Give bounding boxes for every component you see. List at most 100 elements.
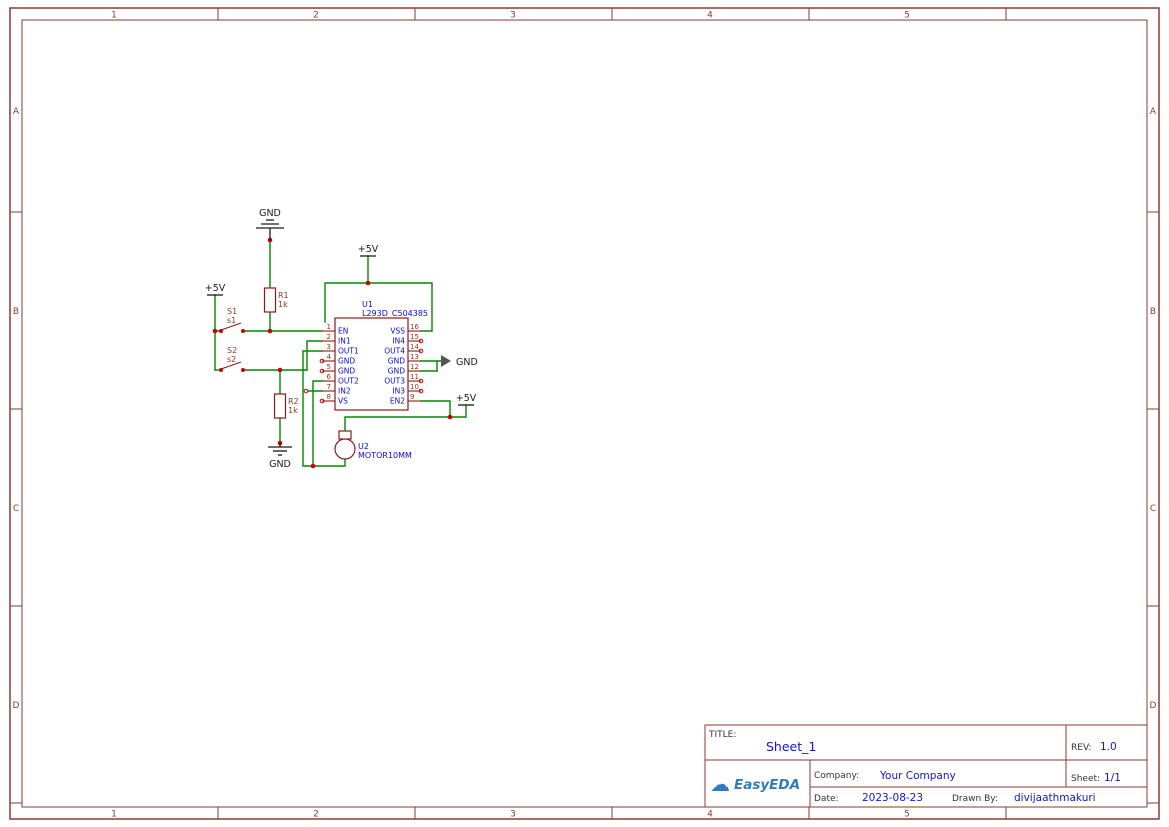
pin-name: IN3 [392, 387, 405, 396]
frame-col-label: 2 [313, 810, 319, 820]
r2-ref: R2 [288, 397, 299, 406]
frame-col-label: 4 [707, 11, 713, 21]
wire-segment[interactable] [421, 401, 450, 417]
u2-ref: U2 [358, 442, 369, 451]
r2-value: 1k [288, 406, 298, 415]
pin-name: VSS [390, 327, 405, 336]
frame-row-label: A [13, 107, 20, 117]
pin-number: 15 [410, 333, 419, 341]
switch-terminal [241, 368, 245, 372]
r1-value: 1k [278, 300, 288, 309]
pin-number: 6 [327, 373, 332, 381]
date-value[interactable]: 2023-08-23 [862, 792, 923, 804]
frame-row-label: D [1150, 701, 1157, 711]
switch-terminal [219, 368, 223, 372]
sheet-frame: 1 2 3 4 5 1 2 3 4 5 A B C D A B C D [10, 8, 1159, 820]
title-label: TITLE: [708, 730, 736, 740]
motor-body [335, 439, 355, 459]
frame-row-label: C [13, 504, 19, 514]
pin-number: 8 [327, 393, 331, 401]
gnd-label: GND [259, 208, 281, 219]
power-flag-gnd-bottom[interactable]: GND [268, 443, 292, 470]
frame-row-label: B [13, 307, 19, 317]
gnd-flag-icon [441, 355, 451, 367]
frame-col-label: 5 [904, 11, 910, 21]
pin-number: 5 [327, 363, 331, 371]
frame-col-label: 4 [707, 810, 713, 820]
power-flag-gnd-top[interactable]: GND [256, 208, 284, 240]
sheet-title[interactable]: Sheet_1 [766, 739, 816, 754]
pin-number: 10 [410, 383, 419, 391]
frame-row-label: A [1150, 107, 1157, 117]
power-flag-gnd-right[interactable]: GND [441, 355, 478, 368]
sheet-value[interactable]: 1/1 [1104, 772, 1121, 784]
s2-value: s2 [227, 355, 236, 364]
frame-col-label: 2 [313, 11, 319, 21]
pin-name: VS [338, 397, 348, 406]
junction-dot [278, 368, 283, 373]
cloud-icon: ☁ [710, 772, 730, 796]
wire-segment[interactable] [307, 341, 322, 370]
switch-terminal [241, 329, 245, 333]
component-r2[interactable]: R2 1k [275, 394, 299, 418]
pin-number: 11 [410, 373, 419, 381]
gnd-label: GND [269, 459, 291, 470]
frame-row-label: B [1150, 307, 1156, 317]
pin-name: GND [338, 357, 355, 366]
drawn-by-value[interactable]: divijaathmakuri [1014, 792, 1096, 804]
company-label: Company: [814, 771, 859, 781]
switch-terminal [219, 329, 223, 333]
drawn-by-label: Drawn By: [952, 794, 998, 804]
frame-col-label: 1 [111, 810, 117, 820]
s1-value: s1 [227, 316, 236, 325]
p5v-label: +5V [205, 283, 226, 294]
component-s2[interactable]: S2 s2 [219, 346, 245, 372]
sheet-label: Sheet: [1071, 774, 1100, 784]
power-flag-5v-right[interactable]: +5V [456, 393, 477, 405]
pin-name: OUT2 [338, 377, 359, 386]
resistor-body [275, 394, 286, 418]
easyeda-logo: ☁ EasyEDA [710, 772, 800, 796]
pin-number: 16 [410, 323, 419, 331]
pin-number: 12 [410, 363, 419, 371]
frame-col-label: 5 [904, 810, 910, 820]
power-flag-5v-top[interactable]: +5V [358, 244, 379, 256]
r1-ref: R1 [278, 291, 289, 300]
frame-row-label: D [13, 701, 20, 711]
pin-number: 4 [327, 353, 332, 361]
component-s1[interactable]: S1 s1 [219, 307, 245, 333]
frame-col-label: 3 [510, 810, 516, 820]
component-r1[interactable]: R1 1k [265, 288, 289, 312]
pin-name: OUT4 [384, 347, 405, 356]
gnd-label: GND [456, 357, 478, 368]
wire-segment[interactable] [313, 381, 322, 466]
p5v-label: +5V [456, 393, 477, 404]
pin-name: GND [388, 357, 405, 366]
frame-col-label: 1 [111, 11, 117, 21]
frame-col-label: 3 [510, 11, 516, 21]
rev-value[interactable]: 1.0 [1100, 741, 1117, 753]
frame-inner-border [22, 20, 1147, 807]
pin-end-marker [304, 389, 308, 393]
p5v-label: +5V [358, 244, 379, 255]
u1-ref: U1 [362, 300, 373, 309]
pin-number: 13 [410, 353, 419, 361]
pin-number: 3 [327, 343, 331, 351]
pin-number: 2 [327, 333, 331, 341]
pin-name: GND [338, 367, 355, 376]
frame-row-label: C [1150, 504, 1156, 514]
component-u2[interactable]: U2 MOTOR10MM [335, 431, 412, 460]
resistor-body [265, 288, 276, 312]
pin-number: 14 [410, 343, 419, 351]
pin-name: IN2 [338, 387, 351, 396]
pin-name: GND [388, 367, 405, 376]
company-value[interactable]: Your Company [879, 770, 956, 782]
junction-dot [268, 329, 273, 334]
power-flag-5v-left[interactable]: +5V [205, 283, 226, 295]
pin-name: IN4 [392, 337, 405, 346]
junction-dot [311, 464, 316, 469]
motor-terminal-block [339, 431, 351, 439]
component-u1[interactable]: U1 L293D_C504385 1 2 3 4 5 6 7 8 16 15 1… [322, 300, 428, 410]
